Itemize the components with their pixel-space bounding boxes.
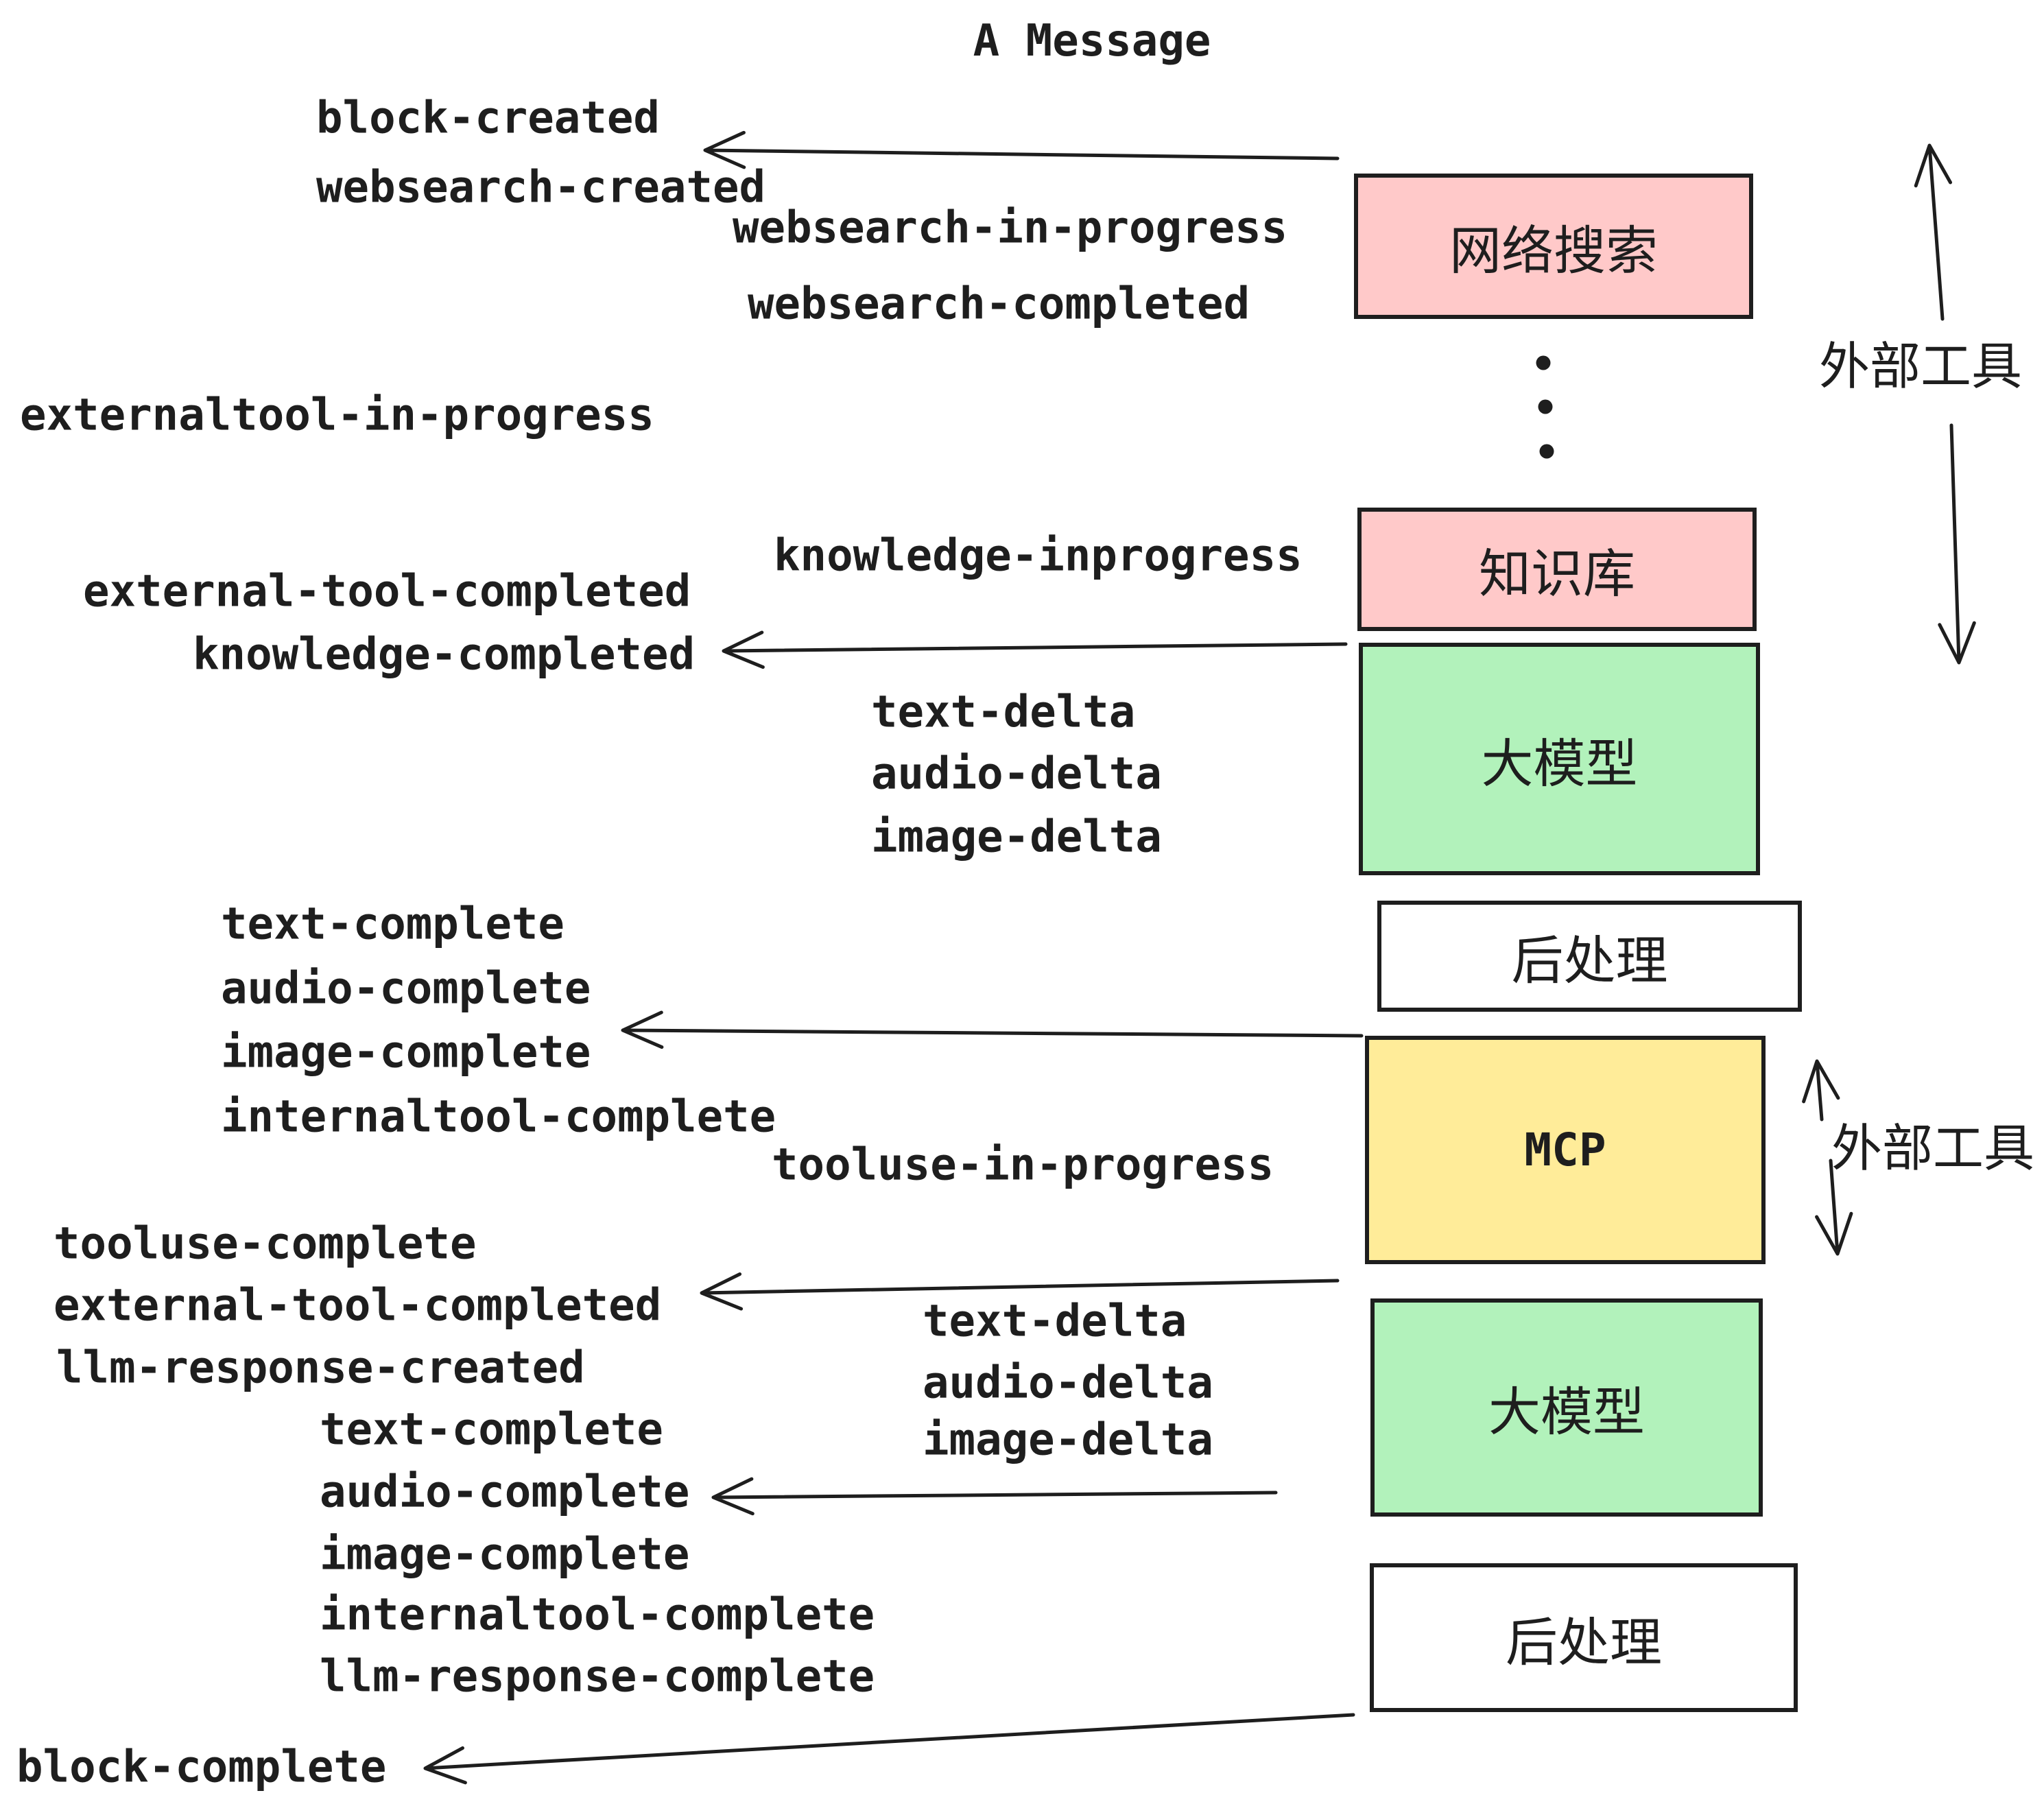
ellipsis-dot-1 bbox=[1536, 355, 1551, 370]
event-label-block-created: block-created bbox=[316, 93, 660, 144]
box-label-knowledge: 知识库 bbox=[1479, 543, 1635, 604]
event-label-tooluse-complete: tooluse-complete bbox=[54, 1218, 477, 1270]
box-label-postprocess-2: 后处理 bbox=[1506, 1611, 1662, 1673]
event-label-text-delta: text-delta bbox=[871, 687, 1136, 738]
box-label-websearch: 网络搜索 bbox=[1449, 220, 1658, 281]
event-label-image-delta: image-delta bbox=[923, 1414, 1213, 1466]
box-mcp: MCP bbox=[1365, 1036, 1766, 1264]
box-label-llm-2: 大模型 bbox=[1488, 1381, 1645, 1443]
arrow-external-tools-down-2 bbox=[1815, 1159, 1853, 1256]
arrow-to-block-created bbox=[703, 130, 1340, 169]
ellipsis-dot-2 bbox=[1538, 399, 1553, 414]
event-label-text-complete: text-complete bbox=[320, 1404, 663, 1456]
event-label-block-complete: block-complete bbox=[16, 1742, 387, 1793]
event-label-internaltool-complete: internaltool-complete bbox=[221, 1091, 776, 1143]
box-websearch: 网络搜索 bbox=[1354, 174, 1753, 319]
page-title: A Message bbox=[973, 16, 1211, 67]
side-label-external-tools-1: 外部工具 bbox=[1819, 337, 2022, 396]
box-label-mcp: MCP bbox=[1524, 1124, 1606, 1176]
box-label-postprocess-1: 后处理 bbox=[1511, 930, 1668, 991]
event-label-audio-delta: audio-delta bbox=[923, 1357, 1213, 1409]
event-label-image-delta: image-delta bbox=[871, 811, 1162, 863]
side-label-external-tools-2: 外部工具 bbox=[1831, 1119, 2034, 1178]
event-label-knowledge-completed: knowledge-completed bbox=[193, 629, 696, 680]
arrow-external-tools-up-2 bbox=[1802, 1059, 1840, 1121]
ellipsis-dot-3 bbox=[1539, 444, 1554, 459]
event-label-llm-response-complete: llm-response-complete bbox=[320, 1651, 875, 1702]
event-label-internaltool-complete: internaltool-complete bbox=[320, 1589, 875, 1641]
arrow-to-image-complete bbox=[621, 1010, 1364, 1049]
event-label-text-complete: text-complete bbox=[221, 899, 565, 950]
arrow-external-tools-up-1 bbox=[1914, 143, 1953, 321]
event-label-audio-delta: audio-delta bbox=[871, 748, 1162, 800]
arrow-to-knowledge-completed bbox=[722, 630, 1348, 669]
event-label-knowledge-inprogress: knowledge-inprogress bbox=[774, 530, 1303, 582]
event-label-text-delta: text-delta bbox=[923, 1296, 1187, 1347]
event-label-websearch-in-progress: websearch-in-progress bbox=[733, 202, 1288, 254]
arrow-external-tools-down-1 bbox=[1938, 423, 1976, 665]
box-knowledge: 知识库 bbox=[1357, 508, 1757, 631]
box-postprocess-2: 后处理 bbox=[1370, 1563, 1798, 1712]
event-label-llm-response-created: llm-response-created bbox=[56, 1342, 585, 1394]
arrow-to-tooluse-complete bbox=[700, 1272, 1340, 1311]
arrow-to-block-complete bbox=[423, 1713, 1355, 1785]
event-label-tooluse-in-progress: tooluse-in-progress bbox=[772, 1139, 1274, 1191]
event-label-audio-complete: audio-complete bbox=[221, 963, 591, 1014]
event-label-websearch-created: websearch-created bbox=[316, 162, 766, 213]
event-label-externaltool-in-progress: externaltool-in-progress bbox=[20, 390, 654, 441]
event-label-image-complete: image-complete bbox=[221, 1027, 591, 1078]
box-llm-2: 大模型 bbox=[1370, 1298, 1763, 1517]
arrow-to-audio-complete bbox=[711, 1477, 1278, 1516]
event-label-websearch-completed: websearch-completed bbox=[748, 278, 1250, 330]
box-label-llm-1: 大模型 bbox=[1481, 733, 1638, 794]
event-label-external-tool-completed: external-tool-completed bbox=[54, 1280, 662, 1331]
box-llm-1: 大模型 bbox=[1359, 643, 1760, 875]
event-label-external-tool-completed: external-tool-completed bbox=[83, 566, 691, 617]
event-label-image-complete: image-complete bbox=[320, 1529, 690, 1580]
event-label-audio-complete: audio-complete bbox=[320, 1467, 690, 1518]
box-postprocess-1: 后处理 bbox=[1377, 901, 1802, 1012]
